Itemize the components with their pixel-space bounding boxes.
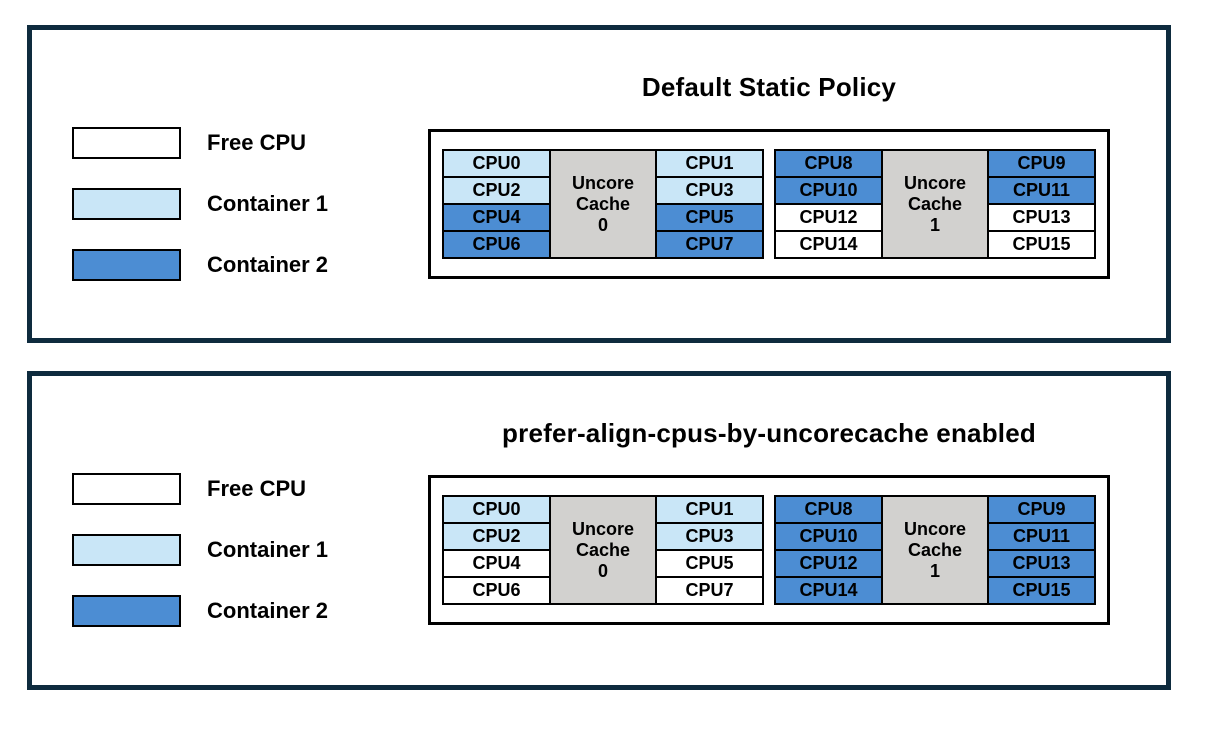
- legend-item-container-1: Container 1: [72, 188, 328, 220]
- legend-label: Container 1: [207, 191, 329, 216]
- cpu-cell-cpu14: CPU14: [774, 230, 883, 259]
- cpu-cell-cpu0: CPU0: [442, 149, 551, 178]
- cpu-cell-cpu9: CPU9: [987, 149, 1096, 178]
- cpu-cell-cpu6: CPU6: [442, 576, 551, 605]
- cpu-cell-cpu8: CPU8: [774, 149, 883, 178]
- uncore-cache-label: Uncore: [571, 172, 634, 193]
- cpu-cell-cpu9: CPU9: [987, 495, 1096, 524]
- uncore-cache-label: 1: [929, 214, 940, 235]
- cpu-cell-cpu5: CPU5: [655, 203, 764, 232]
- cpu-cell-cpu2: CPU2: [442, 522, 551, 551]
- panel-default-static-policy: Default Static Policy Free CPU Container …: [27, 25, 1171, 343]
- uncore-cache-label: 1: [929, 560, 940, 581]
- cpu-cell-cpu7: CPU7: [655, 576, 764, 605]
- uncore-cache-label: Cache: [907, 539, 963, 560]
- legend-label: Container 1: [207, 537, 329, 562]
- uncore-cache-label: 0: [597, 560, 608, 581]
- legend-swatch-free-cpu: [72, 473, 181, 505]
- legend-item-container-1: Container 1: [72, 534, 328, 566]
- cpu-cell-cpu1: CPU1: [655, 495, 764, 524]
- legend-label: Container 2: [207, 598, 329, 623]
- cpu-cell-cpu13: CPU13: [987, 203, 1096, 232]
- cpu-cell-cpu5: CPU5: [655, 549, 764, 578]
- legend-swatch-container-2: [72, 595, 181, 627]
- legend-label: Free CPU: [207, 130, 307, 155]
- legend-swatch-free-cpu: [72, 127, 181, 159]
- cpu-cell-cpu10: CPU10: [774, 522, 883, 551]
- cpu-cell-cpu1: CPU1: [655, 149, 764, 178]
- cpu-cell-cpu15: CPU15: [987, 576, 1096, 605]
- legend: Free CPU Container 1 Container 2: [72, 127, 328, 310]
- cpu-cell-cpu8: CPU8: [774, 495, 883, 524]
- uncore-cache-label: Cache: [907, 193, 963, 214]
- legend: Free CPU Container 1 Container 2: [72, 473, 328, 656]
- uncore-cache-label: 0: [597, 214, 608, 235]
- uncore-cache-label: Uncore: [571, 518, 634, 539]
- cpu-cell-cpu15: CPU15: [987, 230, 1096, 259]
- legend-swatch-container-1: [72, 188, 181, 220]
- panel-prefer-align-cpus-by-uncorecache: prefer-align-cpus-by-uncorecache enabled…: [27, 371, 1171, 690]
- legend-item-container-2: Container 2: [72, 249, 328, 281]
- cpu-cell-cpu11: CPU11: [987, 176, 1096, 205]
- legend-swatch-container-1: [72, 534, 181, 566]
- cpu-cell-cpu13: CPU13: [987, 549, 1096, 578]
- cpu-cell-cpu2: CPU2: [442, 176, 551, 205]
- uncore-cache-label: Cache: [575, 193, 631, 214]
- uncore-cache-label: Uncore: [903, 172, 966, 193]
- cpu-cell-cpu14: CPU14: [774, 576, 883, 605]
- cpu-cell-cpu3: CPU3: [655, 522, 764, 551]
- legend-swatch-container-2: [72, 249, 181, 281]
- panel-title: Default Static Policy: [641, 72, 897, 102]
- cpu-cell-cpu12: CPU12: [774, 203, 883, 232]
- cpu-cell-cpu0: CPU0: [442, 495, 551, 524]
- cpu-cell-cpu11: CPU11: [987, 522, 1096, 551]
- uncore-cache-label: Uncore: [903, 518, 966, 539]
- cpu-cell-cpu4: CPU4: [442, 203, 551, 232]
- cpu-cell-cpu12: CPU12: [774, 549, 883, 578]
- legend-item-free-cpu: Free CPU: [72, 127, 328, 159]
- cpu-cell-cpu7: CPU7: [655, 230, 764, 259]
- legend-item-free-cpu: Free CPU: [72, 473, 328, 505]
- panel-title: prefer-align-cpus-by-uncorecache enabled: [502, 418, 1036, 448]
- legend-item-container-2: Container 2: [72, 595, 328, 627]
- cpu-cell-cpu6: CPU6: [442, 230, 551, 259]
- uncore-cache-label: Cache: [575, 539, 631, 560]
- cpu-cell-cpu3: CPU3: [655, 176, 764, 205]
- cpu-cell-cpu10: CPU10: [774, 176, 883, 205]
- cpu-cell-cpu4: CPU4: [442, 549, 551, 578]
- legend-label: Container 2: [207, 252, 329, 277]
- legend-label: Free CPU: [207, 476, 307, 501]
